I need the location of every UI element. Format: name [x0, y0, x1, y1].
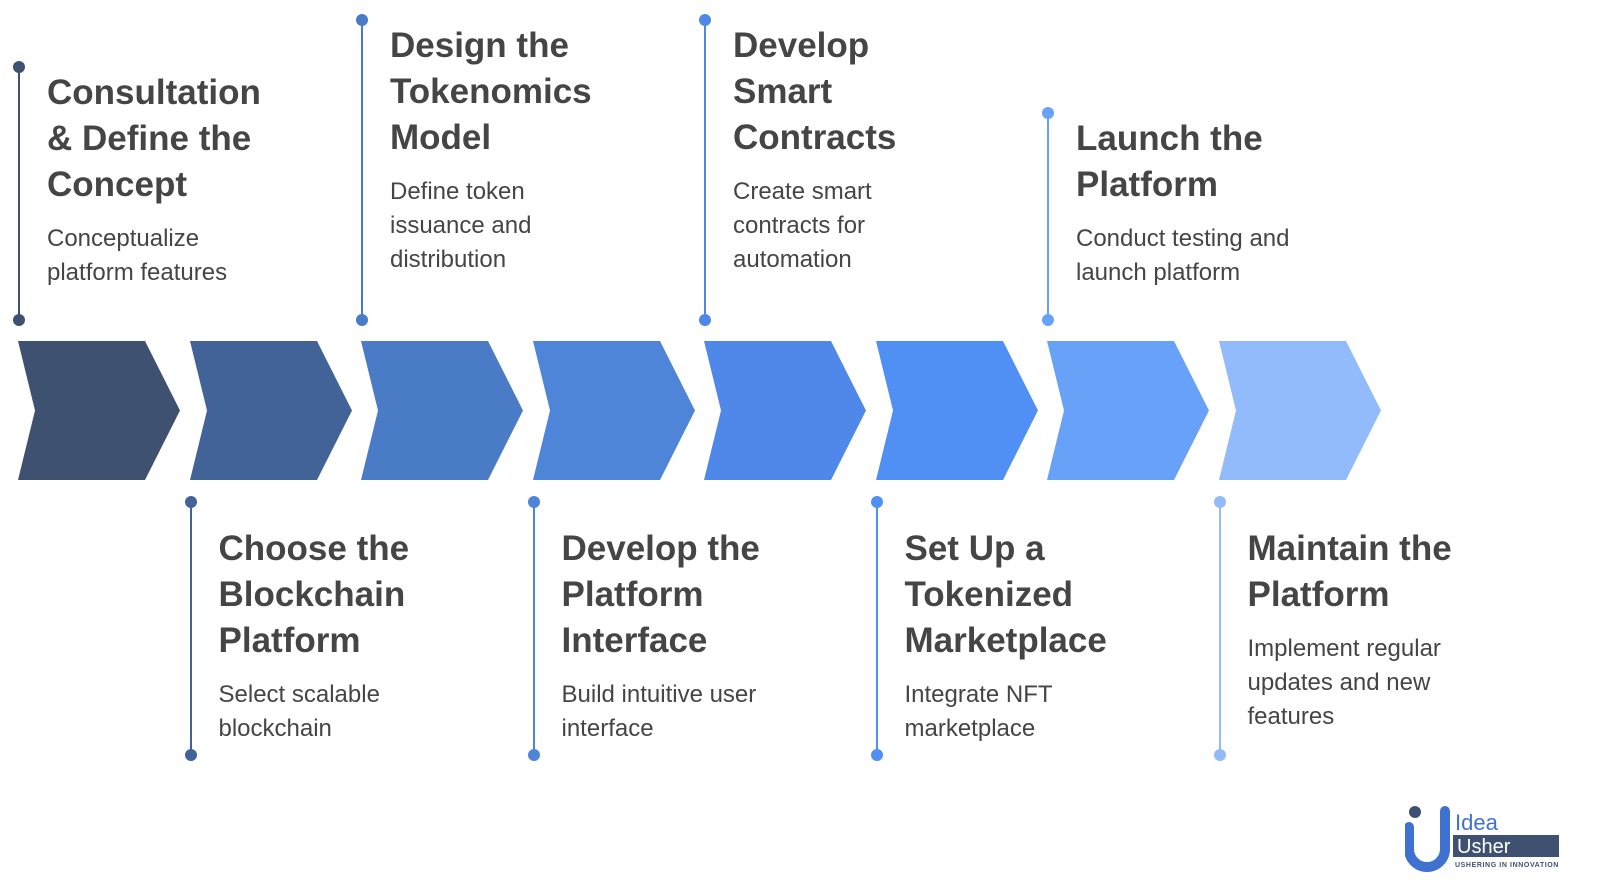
idea-usher-logo: Idea Usher USHERING IN INNOVATION: [1404, 805, 1565, 877]
connector-dot: [356, 14, 368, 26]
connector-dot: [1042, 107, 1054, 119]
step-description: Define token issuance and distribution: [390, 178, 532, 273]
connector-dot: [13, 314, 25, 326]
step-title: Launch the Platform: [1076, 119, 1263, 204]
connector-dot: [184, 749, 197, 761]
connector-dot: [699, 14, 711, 26]
connector-dot: [870, 496, 883, 508]
chevron-step-7: [1047, 341, 1209, 480]
chevron-step-1: [18, 341, 180, 480]
step-title: Develop Smart Contracts: [733, 26, 897, 157]
step-description: Conduct testing and launch platform: [1076, 225, 1290, 286]
connector-dot: [699, 314, 711, 326]
chevron-step-4: [532, 341, 695, 480]
chevron-step-6: [875, 341, 1038, 480]
connector-dot: [1042, 314, 1054, 326]
step-title: Consultation & Define the Concept: [47, 73, 261, 204]
connector-dot: [870, 749, 883, 761]
connector-line: [704, 20, 706, 320]
step-description: Conceptualize platform features: [47, 225, 228, 286]
step-title: Develop the Platform Interface: [561, 529, 760, 660]
connector-dot: [13, 61, 25, 73]
connector-dot: [184, 496, 197, 508]
chevron-step-5: [704, 341, 866, 480]
connector-line: [875, 502, 878, 755]
logo-tagline: USHERING IN INNOVATION: [1455, 862, 1559, 869]
connector-dot: [527, 496, 540, 508]
chevron-step-2: [189, 341, 352, 480]
logo-idea: Idea: [1455, 810, 1499, 835]
connector-dot: [1213, 496, 1226, 508]
step-description: Build intuitive user interface: [561, 681, 757, 742]
step-description: Implement regular updates and new featur…: [1247, 635, 1441, 730]
step-title: Set Up a Tokenized Marketplace: [904, 529, 1107, 660]
connector-line: [1218, 502, 1221, 755]
chevron-step-8: [1218, 341, 1381, 480]
step-description: Create smart contracts for automation: [733, 178, 872, 273]
connector-dot: [356, 314, 368, 326]
connector-line: [361, 20, 363, 320]
step-description: Select scalable blockchain: [218, 681, 380, 742]
connector-line: [1047, 113, 1049, 320]
connector-line: [532, 502, 535, 755]
logo-usher: Usher: [1457, 836, 1511, 858]
connector-line: [189, 502, 192, 755]
step-title: Choose the Blockchain Platform: [218, 529, 410, 660]
chevron-step-3: [361, 341, 523, 480]
step-title: Design the Tokenomics Model: [390, 26, 592, 157]
step-description: Integrate NFT marketplace: [904, 681, 1053, 742]
connector-line: [18, 67, 20, 320]
connector-dot: [527, 749, 540, 761]
connector-dot: [1213, 749, 1226, 761]
step-title: Maintain the Platform: [1247, 529, 1452, 614]
